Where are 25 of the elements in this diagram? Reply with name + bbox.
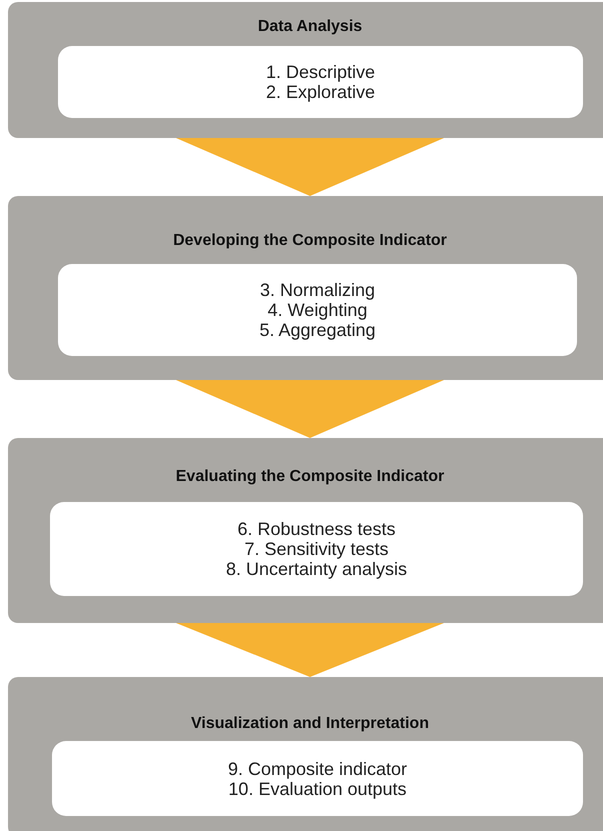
chevron-arrow (176, 380, 444, 438)
stage-heading: Data Analysis (256, 18, 364, 36)
step-text: 7. Sensitivity tests (244, 539, 389, 559)
step-list-box (50, 502, 583, 596)
step-text: 10. Evaluation outputs (228, 778, 407, 798)
step-text: 5. Aggregating (259, 320, 376, 340)
chevron-arrow (176, 138, 444, 196)
stage-heading: Developing the Composite Indicator (172, 232, 448, 250)
chevron-arrow (176, 623, 444, 677)
step-list-box (52, 741, 583, 816)
stage-panel (8, 196, 603, 380)
stage-panel (8, 677, 603, 831)
step-text: 4. Weighting (268, 300, 368, 320)
stage-panel (8, 2, 603, 138)
step-text: 8. Uncertainty analysis (226, 559, 408, 579)
step-text: 9. Composite indicator (228, 758, 408, 778)
stage-heading: Visualization and Interpretation (190, 715, 430, 733)
step-list-box (58, 264, 577, 356)
stage-panel (8, 438, 603, 623)
step-text: 6. Robustness tests (237, 519, 396, 539)
step-text: 3. Normalizing (260, 280, 376, 300)
step-text: 1. Descriptive (266, 62, 376, 82)
stage-heading: Evaluating the Composite Indicator (174, 468, 446, 486)
step-text: 2. Explorative (266, 82, 376, 102)
step-list-box (58, 46, 583, 118)
